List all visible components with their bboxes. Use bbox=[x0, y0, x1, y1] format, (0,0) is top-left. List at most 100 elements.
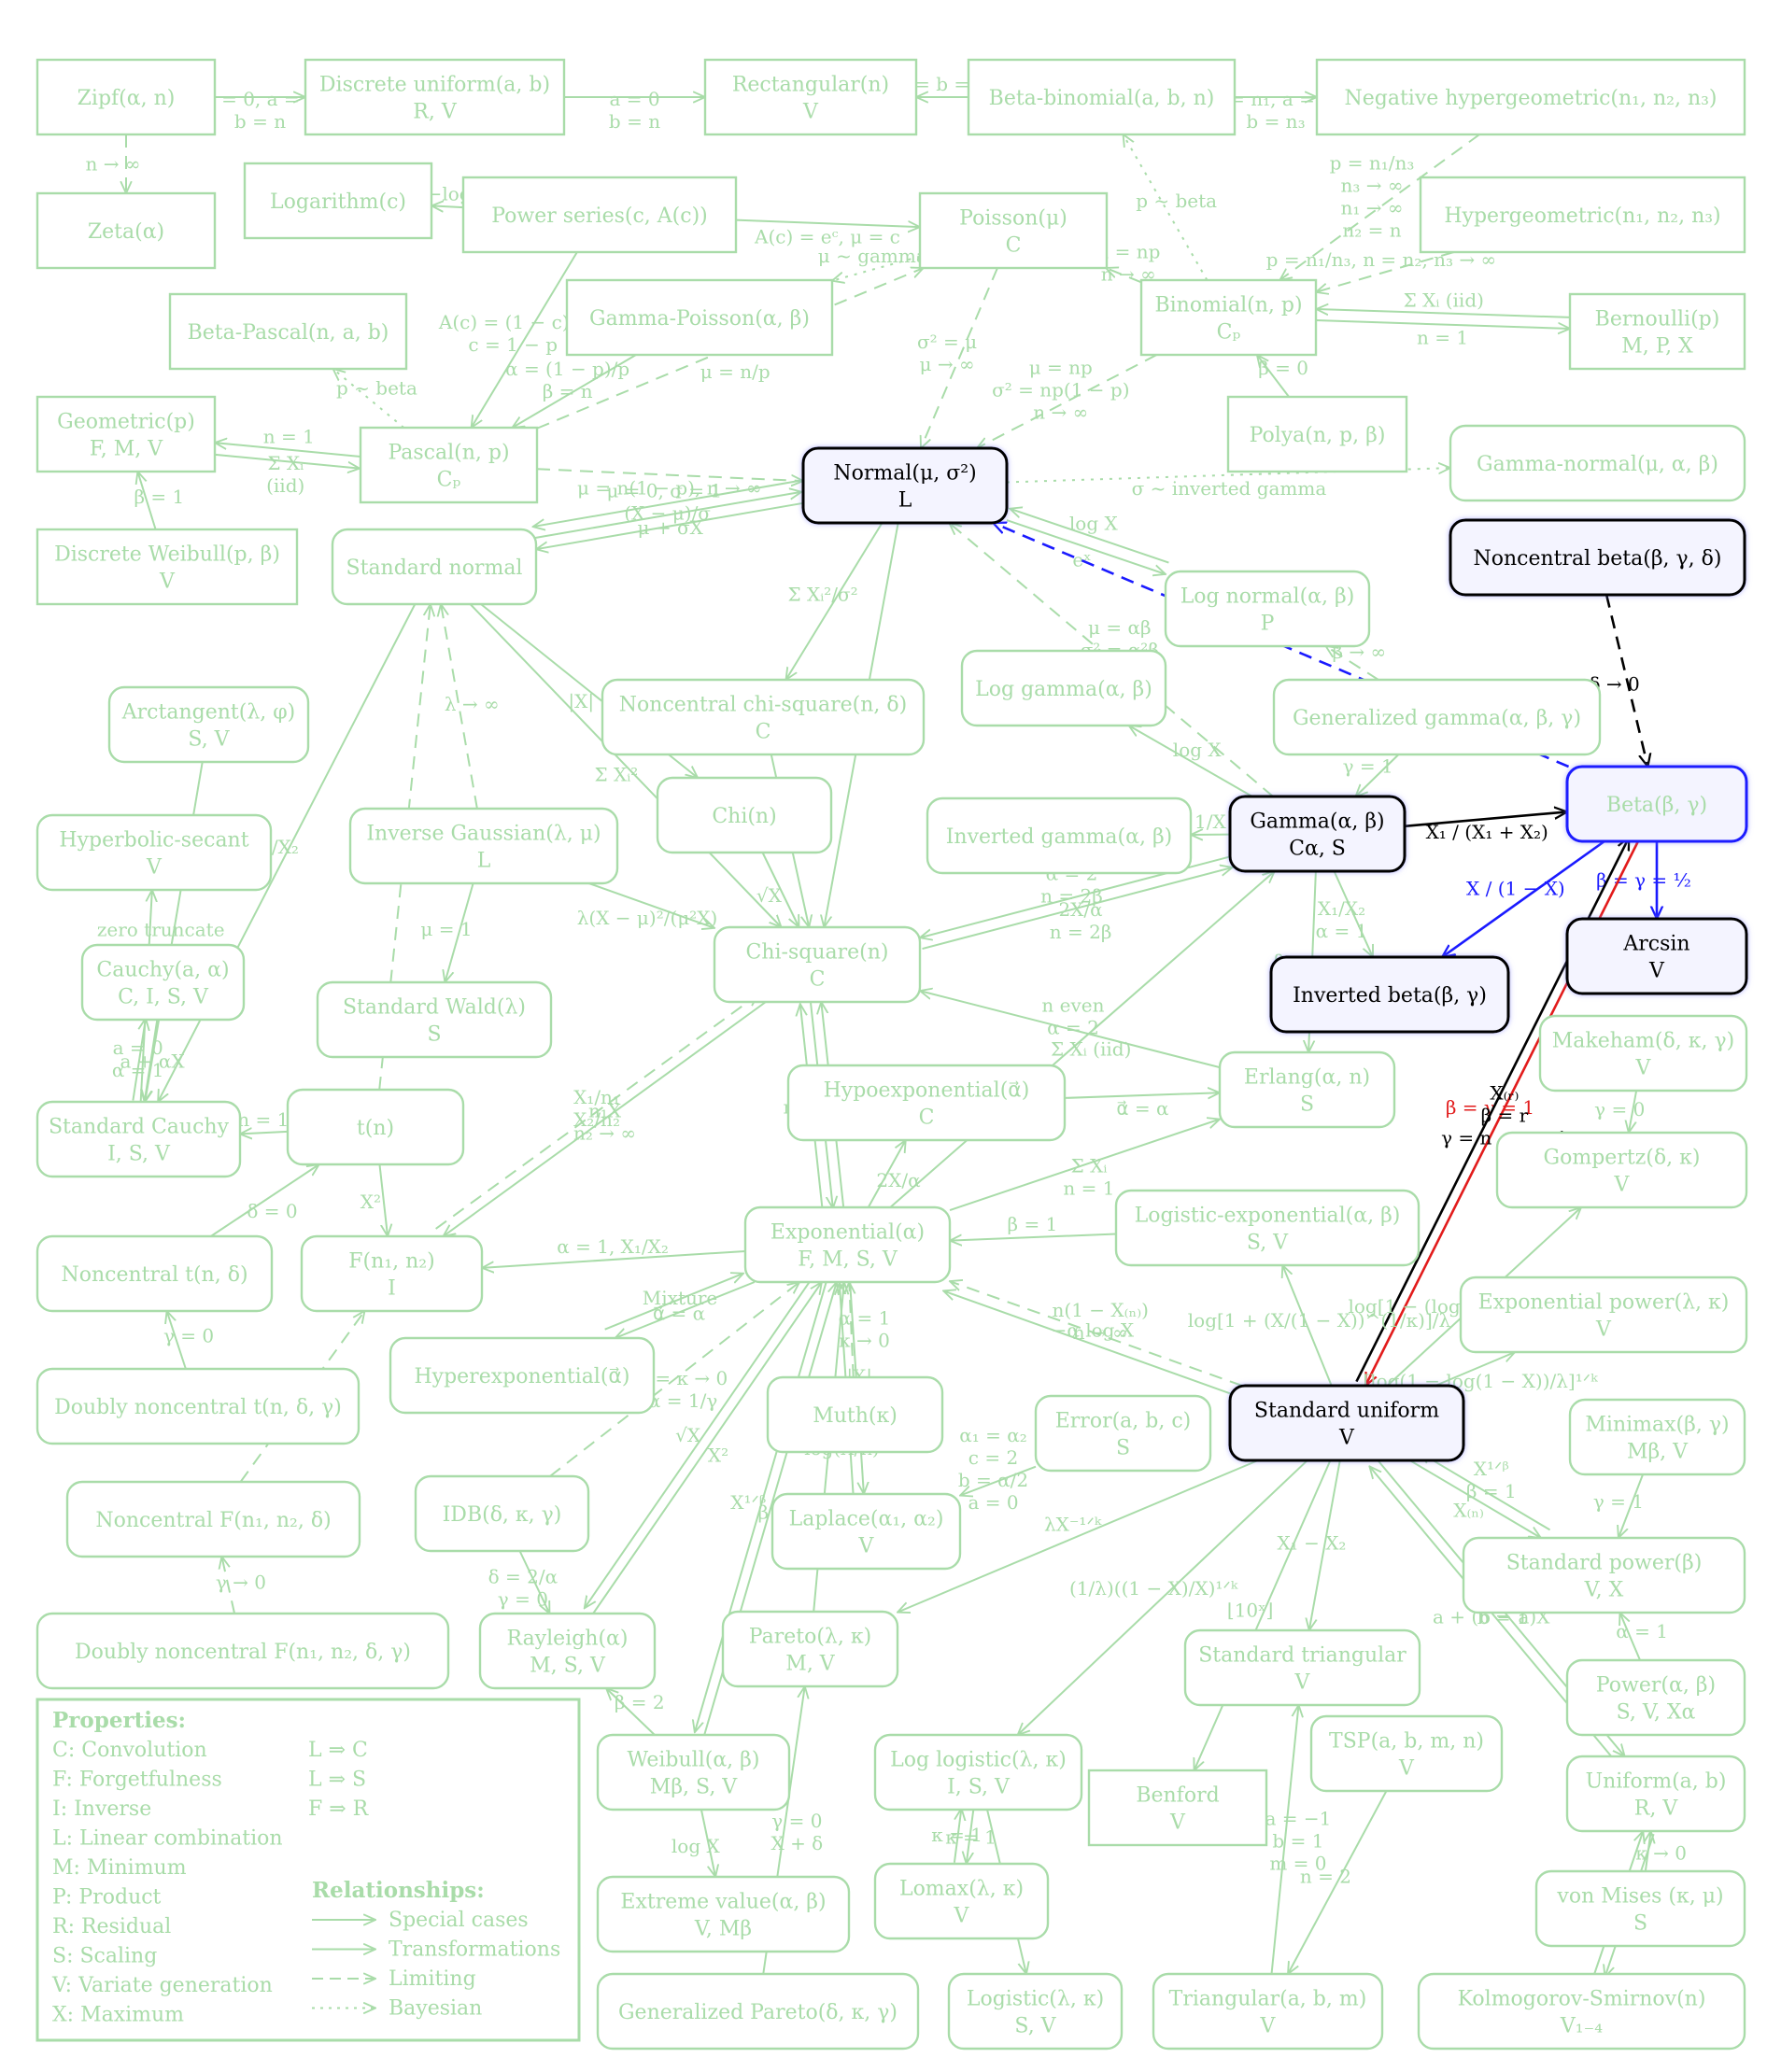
node-properties: P bbox=[1261, 613, 1275, 636]
node-standard-power[interactable]: Standard power(β)V, X bbox=[1462, 1536, 1746, 1614]
node-f[interactable]: F(n₁, n₂)I bbox=[300, 1234, 484, 1313]
node-laplace[interactable]: Laplace(α₁, α₂)V bbox=[770, 1492, 962, 1571]
node-logistic[interactable]: Logistic(λ, κ)S, V bbox=[947, 1972, 1124, 2051]
edge-line bbox=[378, 1163, 388, 1236]
node-discrete-weibull[interactable]: Discrete Weibull(p, β)V bbox=[35, 528, 299, 606]
edge-gamma-to-log_gamma: log X bbox=[1129, 726, 1253, 797]
node-name: Noncentral beta(β, γ, δ) bbox=[1474, 547, 1722, 571]
edge-logistic_exponential-to-exponential: β = 1 bbox=[950, 1213, 1117, 1241]
legend-property: R: Residual bbox=[52, 1915, 171, 1938]
node-muth[interactable]: Muth(κ) bbox=[766, 1375, 944, 1454]
node-normal[interactable]: Normal(μ, σ²)L bbox=[801, 446, 1009, 525]
node-box bbox=[873, 1862, 1050, 1940]
node-properties: V, X bbox=[1584, 1579, 1624, 1602]
edge-label: b = n₃ bbox=[1246, 110, 1305, 133]
node-erlang[interactable]: Erlang(α, n)S bbox=[1218, 1050, 1396, 1129]
node-zeta[interactable]: Zeta(α) bbox=[35, 191, 217, 270]
node-log-normal[interactable]: Log normal(α, β)P bbox=[1164, 570, 1371, 648]
edge-label: |X| bbox=[568, 690, 594, 713]
node-zipf[interactable]: Zipf(α, n) bbox=[35, 58, 217, 136]
node-weibull[interactable]: Weibull(α, β)Mβ, S, V bbox=[596, 1733, 791, 1811]
node-doubly-noncentral-f[interactable]: Doubly noncentral F(n₁, n₂, δ, γ) bbox=[35, 1612, 450, 1690]
node-log-gamma[interactable]: Log gamma(α, β) bbox=[960, 649, 1167, 727]
node-discrete-uniform[interactable]: Discrete uniform(a, b)R, V bbox=[304, 58, 566, 136]
node-lomax[interactable]: Lomax(λ, κ)V bbox=[873, 1862, 1050, 1940]
node-extreme-value[interactable]: Extreme value(α, β)V, Mβ bbox=[596, 1875, 851, 1953]
node-idb[interactable]: IDB(δ, κ, γ) bbox=[414, 1474, 590, 1553]
edge-label: Σ Xᵢ²/σ² bbox=[787, 584, 857, 606]
node-name: Hyperbolic-secant bbox=[59, 829, 248, 853]
node-box bbox=[926, 796, 1193, 875]
node-generalized-gamma[interactable]: Generalized gamma(α, β, γ) bbox=[1272, 678, 1602, 756]
node-poisson[interactable]: Poisson(μ)C bbox=[918, 191, 1109, 270]
node-arctangent[interactable]: Arctangent(λ, φ)S, V bbox=[107, 685, 310, 764]
node-triangular[interactable]: Triangular(a, b, m)V bbox=[1152, 1972, 1384, 2051]
node-von-mises[interactable]: von Mises (κ, μ)S bbox=[1534, 1869, 1746, 1948]
node-chi-square[interactable]: Chi-square(n)C bbox=[713, 925, 922, 1004]
node-exponential-power[interactable]: Exponential power(λ, κ)V bbox=[1459, 1276, 1748, 1354]
node-minimax[interactable]: Minimax(β, γ)Mβ, V bbox=[1568, 1398, 1746, 1476]
node-tsp[interactable]: TSP(a, b, m, n)V bbox=[1309, 1714, 1504, 1793]
node-kolmogorov-smirnov[interactable]: Kolmogorov-Smirnov(n)V₁₋₄ bbox=[1417, 1972, 1746, 2051]
node-bernoulli[interactable]: Bernoulli(p)M, P, X bbox=[1568, 292, 1746, 371]
node-makeham[interactable]: Makeham(δ, κ, γ)V bbox=[1538, 1014, 1748, 1092]
node-noncentral-f[interactable]: Noncentral F(n₁, n₂, δ) bbox=[65, 1480, 361, 1558]
node-t[interactable]: t(n) bbox=[286, 1088, 465, 1166]
node-standard-wald[interactable]: Standard Wald(λ)S bbox=[316, 980, 553, 1059]
node-generalized-pareto[interactable]: Generalized Pareto(δ, κ, γ) bbox=[596, 1972, 920, 2051]
node-inverted-gamma[interactable]: Inverted gamma(α, β) bbox=[926, 796, 1193, 875]
node-noncentral-beta[interactable]: Noncentral beta(β, γ, δ) bbox=[1449, 518, 1746, 597]
node-logistic-exponential[interactable]: Logistic-exponential(α, β)S, V bbox=[1114, 1189, 1421, 1267]
node-cauchy[interactable]: Cauchy(a, α)C, I, S, V bbox=[80, 943, 246, 1022]
node-beta[interactable]: Beta(β, γ) bbox=[1565, 765, 1748, 843]
node-power[interactable]: Power(α, β)S, V, Xα bbox=[1565, 1658, 1746, 1737]
edge-doubly_noncentral_t-to-noncentral_t: γ = 0 bbox=[163, 1311, 214, 1370]
edge-line bbox=[695, 1278, 828, 1732]
node-logarithm[interactable]: Logarithm(c) bbox=[243, 162, 433, 240]
node-standard-normal[interactable]: Standard normal bbox=[331, 528, 538, 606]
node-inverse-gaussian[interactable]: Inverse Gaussian(λ, μ)L bbox=[348, 807, 619, 885]
node-name: F(n₁, n₂) bbox=[348, 1250, 434, 1274]
node-geometric[interactable]: Geometric(p)F, M, V bbox=[35, 395, 217, 473]
node-name: Standard Cauchy bbox=[49, 1116, 230, 1139]
node-log-logistic[interactable]: Log logistic(λ, κ)I, S, V bbox=[873, 1733, 1083, 1811]
node-gamma-poisson[interactable]: Gamma-Poisson(α, β) bbox=[565, 278, 834, 357]
node-inverted-beta[interactable]: Inverted beta(β, γ) bbox=[1269, 955, 1510, 1034]
node-rectangular[interactable]: Rectangular(n)V bbox=[703, 58, 918, 136]
node-power-series[interactable]: Power series(c, A(c)) bbox=[461, 176, 738, 254]
edge-label: X₍ᵣ₎ bbox=[1490, 1081, 1519, 1104]
node-properties: F, M, S, V bbox=[798, 1248, 898, 1272]
node-gompertz[interactable]: Gompertz(δ, κ)V bbox=[1495, 1131, 1748, 1209]
legend-frame bbox=[35, 1698, 581, 2042]
node-doubly-noncentral-t[interactable]: Doubly noncentral t(n, δ, γ) bbox=[35, 1367, 360, 1445]
node-noncentral-t[interactable]: Noncentral t(n, δ) bbox=[35, 1234, 274, 1313]
node-name: Exponential(α) bbox=[770, 1221, 925, 1245]
node-rayleigh[interactable]: Rayleigh(α)M, S, V bbox=[478, 1612, 657, 1690]
node-neg-hypergeometric[interactable]: Negative hypergeometric(n₁, n₂, n₃) bbox=[1315, 58, 1746, 136]
node-chi[interactable]: Chi(n) bbox=[656, 776, 833, 854]
node-gamma-normal[interactable]: Gamma-normal(μ, α, β) bbox=[1449, 424, 1746, 502]
node-binomial[interactable]: Binomial(n, p)Cₚ bbox=[1139, 278, 1318, 357]
node-noncentral-chisq[interactable]: Noncentral chi-square(n, δ)C bbox=[601, 678, 926, 756]
node-beta-binomial[interactable]: Beta-binomial(a, b, n) bbox=[967, 58, 1237, 136]
node-polya[interactable]: Polya(n, p, β) bbox=[1226, 395, 1408, 473]
node-hypergeometric[interactable]: Hypergeometric(n₁, n₂, n₃) bbox=[1419, 176, 1746, 254]
node-hypoexponential[interactable]: Hypoexponential(α⃗)C bbox=[786, 1064, 1067, 1142]
edge-standard_normal-to-normal: μ + σX bbox=[534, 492, 801, 539]
node-exponential[interactable]: Exponential(α) F, M, S, V bbox=[743, 1205, 952, 1284]
node-uniform[interactable]: Uniform(a, b)R, V bbox=[1565, 1755, 1746, 1833]
node-pascal[interactable]: Pascal(n, p)Cₚ bbox=[359, 426, 539, 504]
edge-line bbox=[950, 1233, 1117, 1240]
node-error[interactable]: Error(a, b, c)S bbox=[1034, 1394, 1212, 1473]
node-hyperexponential[interactable]: Hyperexponential(α⃗) bbox=[389, 1336, 656, 1415]
node-pareto[interactable]: Pareto(λ, κ)M, V bbox=[721, 1610, 899, 1688]
node-name: Gamma(α, β) bbox=[1250, 810, 1384, 834]
node-gamma[interactable]: Gamma(α, β)Cα, S bbox=[1228, 795, 1407, 873]
node-beta-pascal[interactable]: Beta-Pascal(n, a, b) bbox=[168, 292, 408, 371]
